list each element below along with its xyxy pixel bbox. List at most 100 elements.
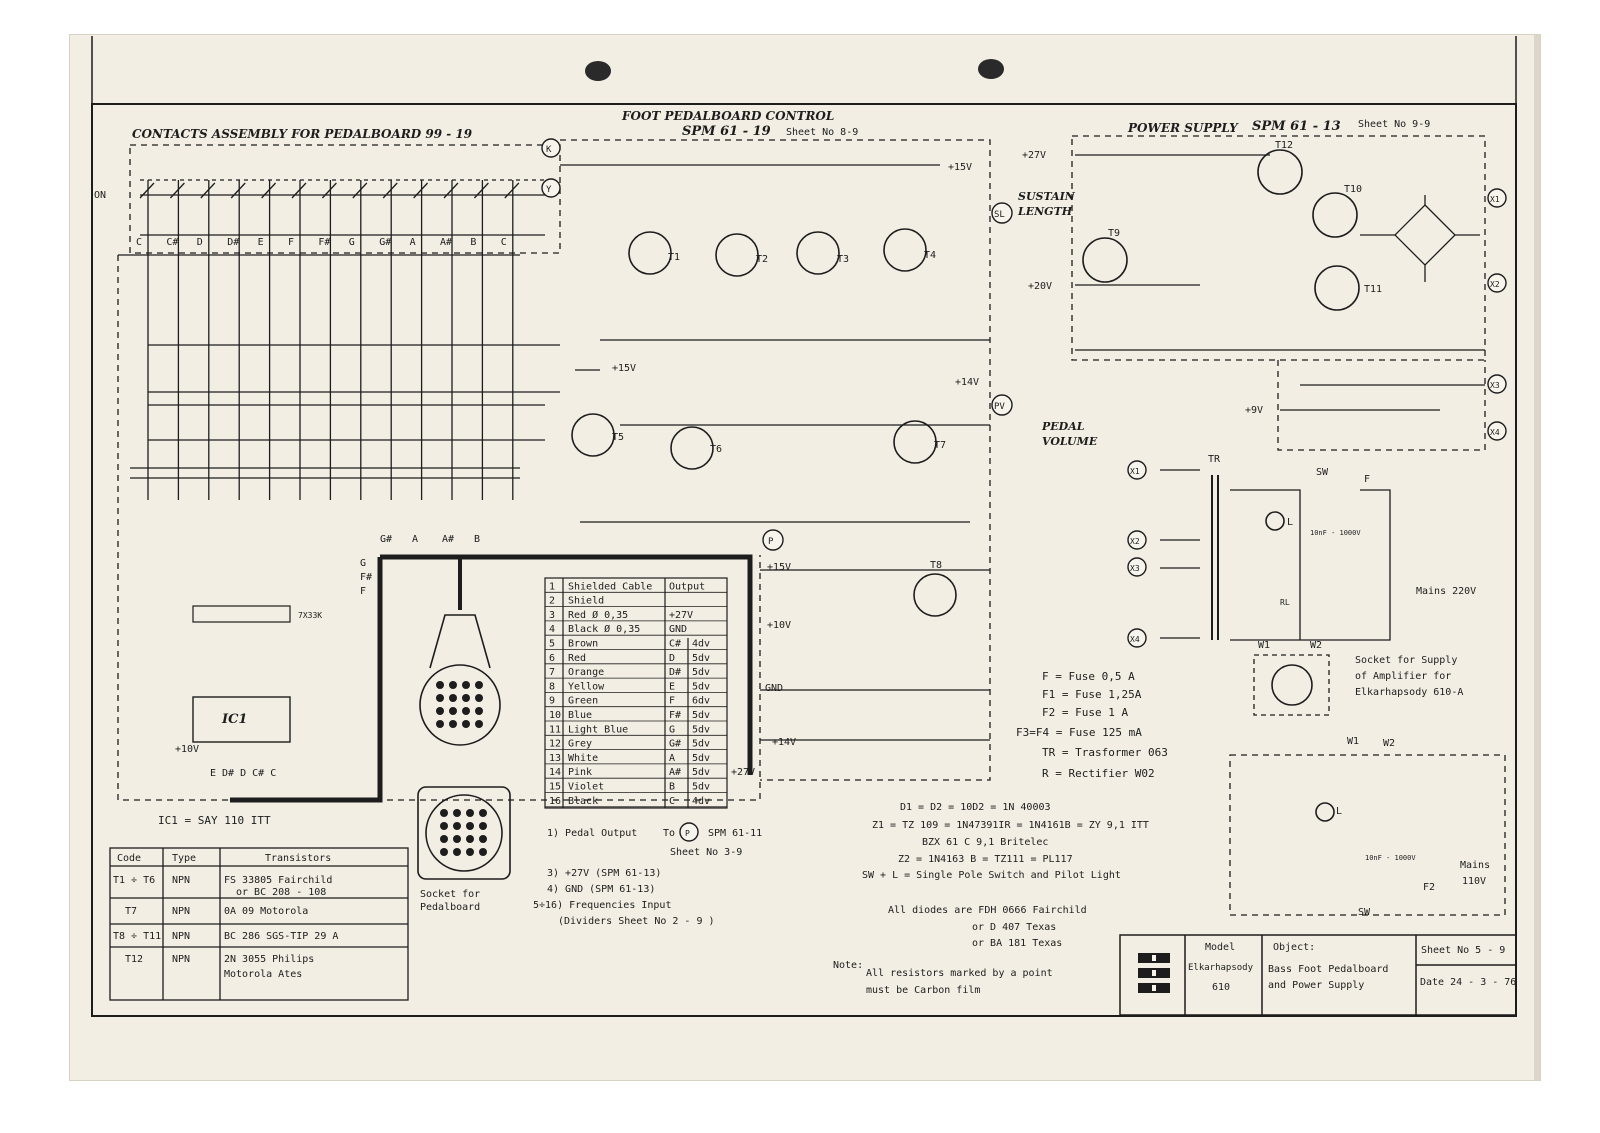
plug-pin (436, 694, 444, 702)
resistor-network (192, 605, 291, 623)
cable-table-cell: Light Blue (568, 724, 628, 735)
tt-header-code: Code (117, 853, 141, 864)
key-switch (139, 182, 155, 199)
transistor-t8 (913, 573, 957, 617)
tb-sheet: Sheet No 5 - 9 (1421, 945, 1505, 956)
f2-label: F2 (1423, 882, 1435, 893)
resistor-network-label: 7X33K (298, 611, 322, 620)
socket-pin (440, 809, 448, 817)
tb-model-no: 610 (1212, 982, 1230, 993)
pilot-lamp-icon (1265, 511, 1285, 531)
cable-table-cell: 5dv (692, 724, 710, 735)
pedal-output-sheet: Sheet No 3-9 (670, 847, 742, 858)
paper-edge (1534, 35, 1540, 1080)
rail-27v: +27V (1022, 150, 1046, 161)
socket-label-2: Pedalboard (420, 902, 480, 913)
key-label: C# (166, 237, 178, 248)
terminal-x1b: X1 (1130, 467, 1140, 476)
length-label: LENGTH (1017, 205, 1073, 218)
mains-110a: Mains (1460, 860, 1490, 871)
cable-table-cell: Black (568, 796, 598, 807)
note-line-1: All resistors marked by a point (866, 968, 1053, 979)
plug-pin (475, 707, 483, 715)
pedal-output-to: To (663, 828, 675, 839)
terminal-circles (541, 138, 1507, 842)
tt-name-2: BC 286 SGS-TIP 29 A (224, 931, 338, 942)
cable-table-cell: Orange (568, 667, 604, 678)
cable-table-cell: D (669, 653, 675, 664)
transistor-t3 (796, 231, 840, 275)
foot-spm: SPM 61 - 19 (682, 124, 771, 139)
tb-object-2: and Power Supply (1268, 980, 1364, 991)
tt-header-transistors: Transistors (265, 853, 331, 864)
transistor-t2 (715, 233, 759, 277)
pedal-note-4: (Dividers Sheet No 2 - 9 ) (558, 916, 715, 927)
binder-hole-left (585, 61, 611, 81)
terminal-x3: X3 (1490, 381, 1500, 390)
terminal-x4: X4 (1490, 428, 1500, 437)
tt-name-1: 0A 09 Motorola (224, 906, 308, 917)
conn-g: G (360, 558, 366, 569)
fuse-legend: F = Fuse 0,5 A F1 = Fuse 1,25A F2 = Fuse… (1016, 670, 1168, 780)
cable-table-cell: Violet (568, 782, 604, 793)
pedal-connector-plug (419, 664, 501, 746)
cable-table-cell: F (669, 696, 675, 707)
key-switch (230, 182, 246, 199)
plug-pin (475, 681, 483, 689)
connector-labels: G# A A# B G F# F (360, 534, 480, 597)
conn-a: A (412, 534, 418, 545)
supply-note-0: Socket for Supply (1355, 655, 1457, 666)
cable-table-cell: Blue (568, 710, 592, 721)
foot-control-box (117, 139, 991, 801)
cable-table-cell: A# (669, 767, 681, 778)
cable-table-cell: Shielded Cable (568, 581, 652, 592)
paper-sheet (70, 35, 1540, 1080)
plug-pin (475, 694, 483, 702)
diode-2: BZX 61 C 9,1 Britelec (922, 837, 1048, 848)
tt-code-1: T7 (125, 906, 137, 917)
legend-5: R = Rectifier W02 (1042, 767, 1155, 780)
diode-0: D1 = D2 = 10D2 = 1N 40003 (900, 802, 1051, 813)
plug-pin (449, 694, 457, 702)
socket-pin (453, 848, 461, 856)
cable-table-cell: 5dv (692, 681, 710, 692)
cable-table-cell: 9 (549, 696, 555, 707)
pedal-output-p: P (685, 829, 690, 838)
binder-hole-right (978, 59, 1004, 79)
terminal-k: K (546, 145, 552, 155)
legend-2: F2 = Fuse 1 A (1042, 706, 1128, 719)
cable-table-cell: 5dv (692, 767, 710, 778)
rail-10v: +10V (767, 620, 791, 631)
connector-pins (436, 681, 487, 856)
cable-table-cell: G# (669, 739, 681, 750)
transistor-t4 (883, 228, 927, 272)
power-sheet: Sheet No 9-9 (1358, 119, 1430, 130)
title-block-grid (1119, 934, 1517, 1016)
tb-object-label: Object: (1273, 942, 1315, 953)
key-label: C (501, 237, 507, 248)
key-switch (382, 182, 398, 199)
pedal-output-spm: SPM 61-11 (708, 828, 762, 839)
power-spm: SPM 61 - 13 (1252, 119, 1341, 134)
cable-table-cell: B (669, 782, 675, 793)
cap-label: 10nF - 1000V (1310, 529, 1361, 537)
transistor-labels: T1 T2 T3 T4 T5 T6 T7 T8 T9 T10 T11 T12 (612, 140, 1382, 571)
conn-fs: F# (360, 572, 372, 583)
sw-label: SW (1316, 467, 1329, 478)
cable-table-cell: Grey (568, 739, 592, 750)
legend-4: TR = Trasformer 063 (1042, 746, 1168, 759)
rail-gnd: GND (765, 683, 783, 694)
transistor-t6 (670, 426, 714, 470)
tt-name-3: 2N 3055 Philips (224, 954, 314, 965)
socket-pin (453, 835, 461, 843)
cable-table-cell: 4dv (692, 796, 710, 807)
cable-table-cell: 10 (549, 710, 561, 721)
transistor-t7 (893, 420, 937, 464)
transistor-t5 (571, 413, 615, 457)
socket-pin (466, 848, 474, 856)
cable-table-cell: 5dv (692, 653, 710, 664)
cable-table-cell: Red Ø 0,35 (568, 609, 628, 621)
label-t2: T2 (756, 254, 768, 265)
key-label: A (410, 237, 416, 248)
legend-1: F1 = Fuse 1,25A (1042, 688, 1142, 701)
